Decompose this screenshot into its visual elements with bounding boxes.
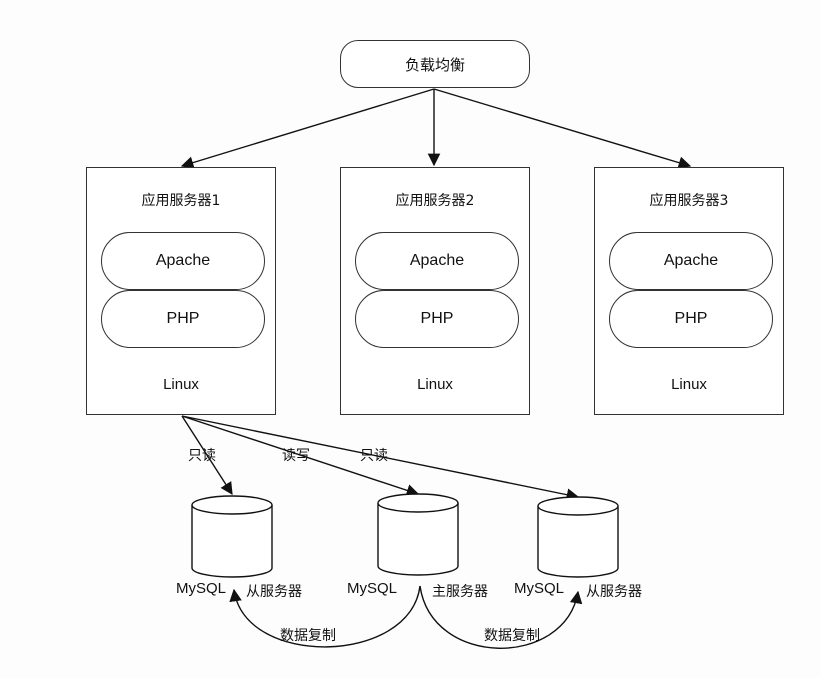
app-server-title: 应用服务器3 bbox=[649, 193, 729, 209]
os-label: Linux bbox=[417, 376, 453, 393]
app-server-title: 应用服务器1 bbox=[141, 193, 221, 209]
server-to-master-arrow bbox=[181, 415, 420, 497]
replication-label: 数据复制 bbox=[280, 628, 336, 644]
app-server-3: 应用服务器3 Apache PHP Linux bbox=[594, 167, 784, 415]
php-layer: PHP bbox=[609, 290, 773, 348]
read-only-label: 只读 bbox=[188, 448, 216, 464]
database-cylinder-slave1 bbox=[191, 495, 273, 578]
db-role-label: 从服务器 bbox=[586, 584, 642, 600]
php-label: PHP bbox=[420, 310, 454, 327]
app-server-2: 应用服务器2 Apache PHP Linux bbox=[340, 167, 530, 415]
replication-label: 数据复制 bbox=[484, 628, 540, 644]
read-only-label: 只读 bbox=[360, 448, 388, 464]
apache-layer: Apache bbox=[101, 232, 265, 290]
replication-arrow-left bbox=[229, 585, 421, 648]
db-role-label: 主服务器 bbox=[432, 584, 488, 600]
apache-label: Apache bbox=[155, 252, 211, 269]
db-engine-label: MySQL bbox=[514, 580, 565, 597]
load-balancer-label: 负载均衡 bbox=[404, 55, 465, 74]
read-write-label: 读写 bbox=[282, 448, 310, 464]
database-cylinder-master bbox=[377, 493, 459, 576]
apache-layer: Apache bbox=[609, 232, 773, 290]
php-layer: PHP bbox=[355, 290, 519, 348]
server-to-slave2-arrow bbox=[181, 415, 580, 501]
apache-label: Apache bbox=[663, 252, 719, 269]
php-layer: PHP bbox=[101, 290, 265, 348]
database-cylinder-slave2 bbox=[537, 496, 619, 578]
app-server-1: 应用服务器1 Apache PHP Linux bbox=[86, 167, 276, 415]
lb-to-server3-arrow bbox=[433, 88, 692, 169]
apache-layer: Apache bbox=[355, 232, 519, 290]
db-role-label: 从服务器 bbox=[246, 584, 302, 600]
os-label: Linux bbox=[163, 376, 199, 393]
load-balancer-node: 负载均衡 bbox=[340, 40, 530, 88]
apache-label: Apache bbox=[409, 252, 465, 269]
php-label: PHP bbox=[674, 310, 708, 327]
replication-arrow-right bbox=[419, 585, 583, 649]
os-label: Linux bbox=[671, 376, 707, 393]
server-to-slave1-arrow bbox=[181, 415, 233, 496]
db-engine-label: MySQL bbox=[176, 580, 227, 597]
lb-to-server1-arrow bbox=[180, 88, 435, 169]
db-engine-label: MySQL bbox=[347, 580, 398, 597]
php-label: PHP bbox=[166, 310, 200, 327]
app-server-title: 应用服务器2 bbox=[395, 193, 475, 209]
